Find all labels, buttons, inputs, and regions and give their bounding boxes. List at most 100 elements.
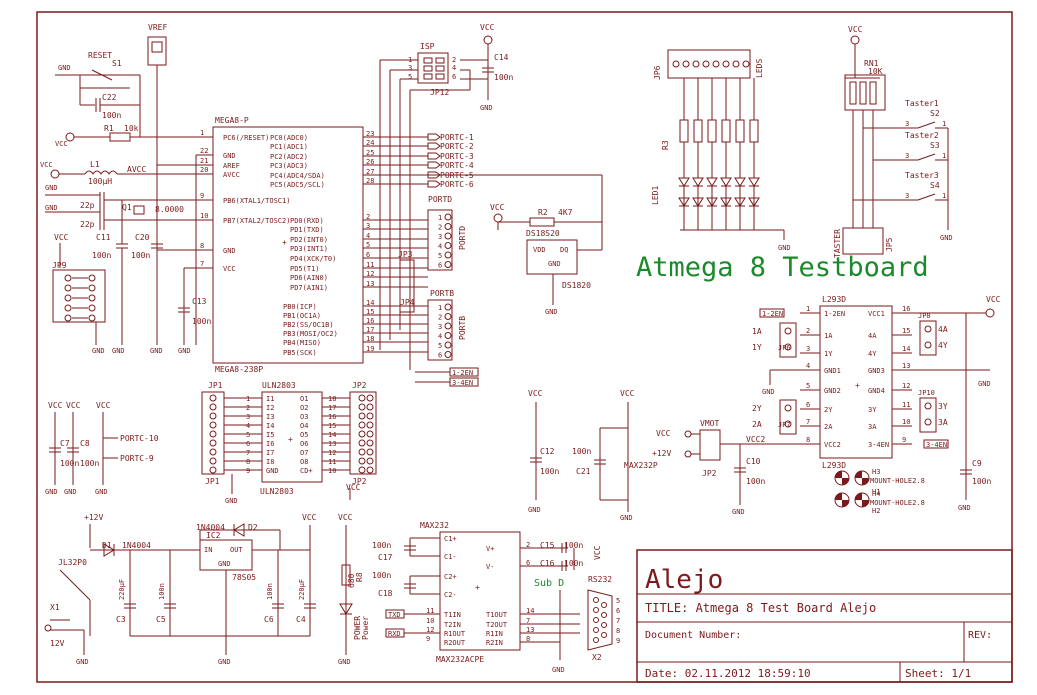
mcu-pin-number: 18 (366, 335, 374, 343)
mcu-pin-label: PC1(ADC1) (270, 143, 308, 151)
svg-text:JP5: JP5 (885, 237, 894, 252)
mcu-pin-label: PB1(OC1A) (283, 312, 321, 320)
svg-text:X1: X1 (50, 603, 60, 612)
svg-text:VCC: VCC (96, 401, 111, 410)
header-pin-number: 5 (438, 252, 442, 260)
svg-text:78S05: 78S05 (232, 573, 256, 582)
svg-text:GND: GND (620, 514, 633, 522)
title-field: TITLE: Atmega 8 Test Board Alejo (645, 601, 876, 615)
uln-pin-number: 3 (246, 413, 250, 421)
svg-text:VCC: VCC (55, 140, 68, 148)
mcu-pin-number: 21 (200, 157, 208, 165)
mcu-pin-label: PD6(AIN0) (290, 274, 328, 282)
mcu-pin-label: AREF (223, 162, 240, 170)
svg-text:VREF: VREF (148, 23, 167, 32)
hole-value: MOUNT-HOLE2.8 (870, 477, 925, 485)
svg-text:JP2: JP2 (702, 469, 717, 478)
power-supply: +12V D1 1N4004 1N4004 D2 IC2 IN OUT GND … (44, 513, 370, 666)
svg-text:RN1: RN1 (864, 59, 879, 68)
l293-pin-label: 3A (868, 423, 877, 431)
svg-text:VCC: VCC (302, 513, 317, 522)
uln-pin-number: 11 (328, 458, 336, 466)
svg-text:GND: GND (218, 560, 231, 568)
svg-text:10K: 10K (868, 67, 883, 76)
l293-pin-number: 11 (902, 401, 910, 409)
max-pin-number: 13 (526, 626, 534, 634)
mcu-atmega8: MEGA8-P MEGA8-238P + 1PC6(/RESET)22GND21… (200, 116, 428, 374)
uln-pin-number: 16 (328, 413, 336, 421)
svg-text:1-2EN: 1-2EN (762, 310, 783, 318)
mcu-pin-label: PB6(XTAL1/TOSC1) (223, 197, 290, 205)
svg-text:3: 3 (408, 64, 412, 72)
hole-ref: H1 (872, 488, 880, 496)
svg-text:C20: C20 (135, 233, 150, 242)
svg-text:IN: IN (204, 546, 212, 554)
svg-text:GND: GND (45, 204, 58, 212)
svg-text:VMOT: VMOT (700, 419, 719, 428)
mcu-pin-number: 16 (366, 317, 374, 325)
svg-text:JP3: JP3 (398, 250, 413, 259)
jumper-ref: JP6 (778, 344, 791, 352)
svg-text:PORTB: PORTB (430, 289, 454, 298)
portc-net-labels: PORTC-1PORTC-2PORTC-3PORTC-4PORTC-5PORTC… (427, 133, 474, 189)
svg-text:VCC: VCC (490, 203, 505, 212)
svg-text:JP1: JP1 (205, 477, 220, 486)
l293-pin-number: 1 (806, 305, 810, 313)
svg-text:R2: R2 (538, 208, 548, 217)
uln-pin-number: 14 (328, 431, 336, 439)
jumper-signal: 4A (938, 325, 948, 334)
uln-pin-number: 6 (246, 440, 250, 448)
svg-text:6: 6 (452, 73, 456, 81)
svg-text:VCC: VCC (528, 389, 543, 398)
max-pin-number: 12 (426, 626, 434, 634)
designer-name: Alejo (645, 565, 723, 595)
uln-pin-number: 10 (328, 467, 336, 475)
jumper-ref: JP10 (918, 389, 935, 397)
isp-header: ISP JP12 135 246 VCC C14 100n GND (379, 23, 513, 370)
cap-ref: C5 (156, 615, 166, 624)
jumper-signal: 1A (752, 327, 762, 336)
mcu-pin-label: PD5(T1) (290, 265, 320, 273)
portc-net-label: PORTC-3 (440, 152, 474, 161)
svg-text:+: + (282, 238, 287, 247)
max-pin-label: C2+ (444, 573, 457, 581)
svg-text:PORTC-10: PORTC-10 (120, 434, 159, 443)
l293-pin-label: GND4 (868, 387, 885, 395)
svg-text:GND: GND (112, 347, 125, 355)
svg-text:VCC: VCC (480, 23, 495, 32)
max-pin-label: T2OUT (486, 621, 508, 629)
svg-text:VCC: VCC (338, 513, 353, 522)
svg-text:GND: GND (978, 380, 991, 388)
svg-text:GND: GND (480, 104, 493, 112)
svg-text:100n: 100n (102, 111, 121, 120)
svg-text:GND: GND (45, 488, 58, 496)
uln-pin-label: O5 (300, 431, 308, 439)
svg-text:C8: C8 (80, 439, 90, 448)
uln-pin-number: 8 (246, 458, 250, 466)
uln-pin-number: 15 (328, 422, 336, 430)
svg-text:+12V: +12V (84, 513, 103, 522)
mcu-pin-number: 14 (366, 299, 374, 307)
svg-text:C12: C12 (540, 447, 555, 456)
svg-text:C22: C22 (102, 93, 117, 102)
taster-label: Taster1 (905, 99, 939, 108)
svg-text:100n: 100n (192, 317, 211, 326)
svg-text:1N4004: 1N4004 (122, 541, 151, 550)
l293-pin-number: 12 (902, 382, 910, 390)
svg-text:100n: 100n (80, 459, 99, 468)
l293-pin-label: VCC2 (824, 441, 841, 449)
max-pin-label: R1IN (486, 630, 503, 638)
max-pin-label: V- (486, 563, 494, 571)
mcu-pin-label: PD3(INT1) (290, 245, 328, 253)
svg-text:POWER: POWER (353, 616, 362, 640)
svg-text:VCC2: VCC2 (746, 435, 765, 444)
svg-text:100n: 100n (572, 447, 591, 456)
l293-pin-label: GND2 (824, 387, 841, 395)
jumper-signal: 4Y (938, 341, 948, 350)
l293-pin-label: 4Y (868, 350, 877, 358)
l293-pin-number: 3 (806, 345, 810, 353)
mcu-pin-number: 8 (200, 242, 204, 250)
svg-text:100n: 100n (372, 541, 391, 550)
